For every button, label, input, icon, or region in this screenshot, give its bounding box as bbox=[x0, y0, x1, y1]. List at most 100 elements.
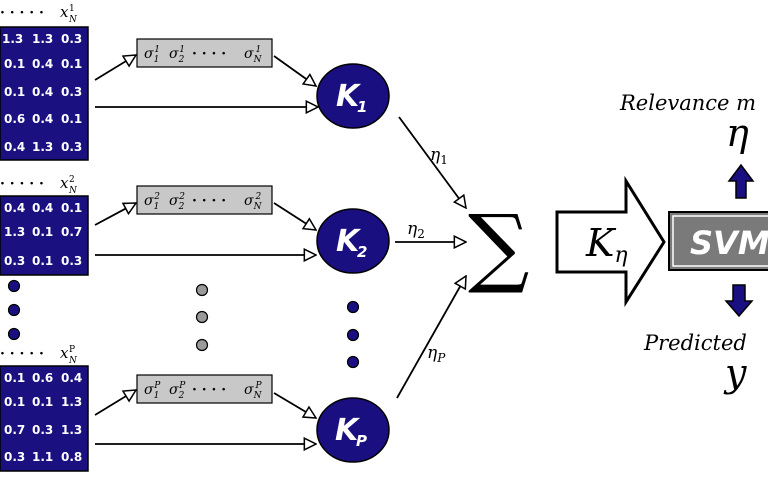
sigma-dots: · · · · bbox=[192, 382, 226, 398]
kernel-node-p: K P bbox=[316, 397, 390, 463]
combined-kernel-arrow: Kη bbox=[555, 175, 666, 308]
matrix-cell: 0.7 bbox=[61, 225, 82, 239]
matrix-cell: 0.1 bbox=[61, 201, 82, 215]
x-label-sub: N bbox=[68, 186, 78, 196]
matrix-cell: 0.3 bbox=[32, 423, 53, 437]
eta-weight: η bbox=[430, 145, 441, 165]
sigma-sup: 1 bbox=[255, 45, 261, 55]
x-label-dots: · · · · · bbox=[0, 5, 44, 21]
svg-text:σ21: σ21 bbox=[169, 45, 185, 65]
sigma-sub: 1 bbox=[154, 202, 160, 212]
matrix-cell: 0.1 bbox=[32, 254, 53, 268]
vertical-ellipsis-left bbox=[7, 279, 21, 341]
sigma-sub: N bbox=[253, 202, 263, 212]
svg-text:σN2: σN2 bbox=[244, 192, 263, 212]
matrix-cell: 0.3 bbox=[61, 32, 82, 46]
sigma-sub: 2 bbox=[178, 55, 185, 65]
x-label-sub: N bbox=[68, 356, 78, 366]
svg-text:σNP: σNP bbox=[244, 381, 263, 401]
eta-weight: η bbox=[427, 343, 438, 363]
predicted-label: Predicted bbox=[643, 331, 747, 355]
eta-sub: 2 bbox=[417, 227, 425, 241]
sigma-sup: 2 bbox=[178, 192, 185, 202]
matrix-cell: 1.3 bbox=[2, 32, 23, 46]
x-label-sup: 2 bbox=[69, 175, 75, 185]
kernel-letter: K bbox=[336, 224, 362, 259]
data-matrix: 1.3 1.3 0.3 0.1 0.4 0.1 0.1 0.4 0.3 0.6 … bbox=[0, 26, 89, 161]
svg-text:σ1P: σ1P bbox=[144, 381, 161, 401]
sigma-sup: 1 bbox=[179, 45, 185, 55]
arrow-kernel-to-sum bbox=[396, 276, 466, 399]
sigma-sub: 2 bbox=[178, 202, 185, 212]
sigma-symbol: σ bbox=[144, 46, 154, 62]
matrix-cell: 0.8 bbox=[61, 450, 82, 464]
vertical-ellipsis-middle bbox=[195, 283, 209, 352]
matrix-cell: 1.3 bbox=[32, 32, 53, 46]
matrix-cell: 0.1 bbox=[61, 112, 82, 126]
kernel-sub: P bbox=[356, 432, 367, 450]
sigma-symbol: σ bbox=[244, 382, 254, 398]
matrix-cell: 0.7 bbox=[4, 423, 25, 437]
bandwidth-box: σ12 σ22 · · · · σN2 bbox=[136, 185, 273, 215]
arrow-to-sigma bbox=[94, 55, 136, 81]
sigma-sub: N bbox=[253, 391, 263, 401]
sigma-sup: 1 bbox=[154, 45, 160, 55]
sigma-symbol: σ bbox=[169, 382, 179, 398]
matrix-cell: 0.1 bbox=[61, 57, 82, 71]
arrow-sigma-to-kernel bbox=[273, 55, 316, 86]
matrix-cell: 1.3 bbox=[61, 423, 82, 437]
eta-sub: P bbox=[436, 351, 446, 365]
matrix-cell: 1.3 bbox=[61, 395, 82, 409]
data-matrix: 0.4 0.4 0.1 1.3 0.1 0.7 0.3 0.1 0.3 bbox=[0, 195, 89, 276]
sigma-sup: P bbox=[178, 381, 186, 391]
sigma-symbol: σ bbox=[144, 193, 154, 209]
matrix-cell: 0.1 bbox=[32, 395, 53, 409]
sigma-sup: P bbox=[254, 381, 262, 391]
x-label: x bbox=[60, 174, 69, 192]
matrix-cell: 0.4 bbox=[32, 112, 53, 126]
row-2: · · · · · x 2 N 0.4 0.4 0.1 1.3 0.1 0.7 … bbox=[0, 174, 466, 276]
matrix-background bbox=[0, 195, 89, 276]
x-label-dots: · · · · · bbox=[0, 176, 44, 192]
svg-text:η1: η1 bbox=[430, 145, 448, 167]
matrix-cell: 0.3 bbox=[61, 140, 82, 154]
x-label: x bbox=[60, 344, 69, 362]
matrix-cell: 0.3 bbox=[61, 85, 82, 99]
relevance-symbol: η bbox=[726, 111, 749, 155]
relevance-label: Relevance m bbox=[619, 91, 756, 115]
vertical-ellipsis-kernels bbox=[346, 300, 360, 369]
matrix-cell: 1.1 bbox=[32, 450, 53, 464]
row-1: · · · · · x 1 N 1.3 1.3 0.3 0.1 0.4 0.1 … bbox=[0, 3, 466, 208]
matrix-cell: 0.1 bbox=[4, 85, 25, 99]
matrix-cell: 1.3 bbox=[4, 225, 25, 239]
matrix-cell: 0.1 bbox=[4, 57, 25, 71]
matrix-cell: 0.1 bbox=[4, 395, 25, 409]
arrow-to-sigma bbox=[94, 203, 136, 226]
sigma-sup: P bbox=[153, 381, 161, 391]
summation-symbol: ∑ bbox=[468, 197, 529, 297]
x-label-dots: · · · · · bbox=[0, 346, 44, 362]
x-label: x bbox=[60, 3, 69, 21]
sigma-symbol: σ bbox=[169, 193, 179, 209]
svg-text:σ11: σ11 bbox=[144, 45, 160, 65]
sigma-sub: 1 bbox=[154, 391, 160, 401]
arrow-to-sigma bbox=[94, 390, 136, 416]
kernel-letter: K bbox=[335, 413, 361, 448]
matrix-cell: 0.6 bbox=[32, 371, 53, 385]
arrow-sigma-to-kernel bbox=[273, 392, 316, 418]
matrix-cell: 0.3 bbox=[4, 254, 25, 268]
sigma-symbol: σ bbox=[144, 382, 154, 398]
x-label-sup: P bbox=[69, 345, 75, 355]
kernel-sub: 2 bbox=[357, 243, 367, 261]
svg-text:ηP: ηP bbox=[427, 343, 446, 365]
sigma-sub: 1 bbox=[154, 55, 160, 65]
matrix-cell: 1.3 bbox=[32, 140, 53, 154]
kernel-letter: K bbox=[336, 79, 362, 114]
svg-text:η2: η2 bbox=[407, 219, 425, 241]
svm-label: SVM bbox=[690, 224, 768, 262]
arrow-sigma-to-kernel bbox=[273, 202, 316, 230]
up-arrow-icon bbox=[727, 163, 755, 199]
predicted-symbol: y bbox=[723, 351, 747, 395]
combined-kernel-sub: η bbox=[614, 243, 627, 268]
